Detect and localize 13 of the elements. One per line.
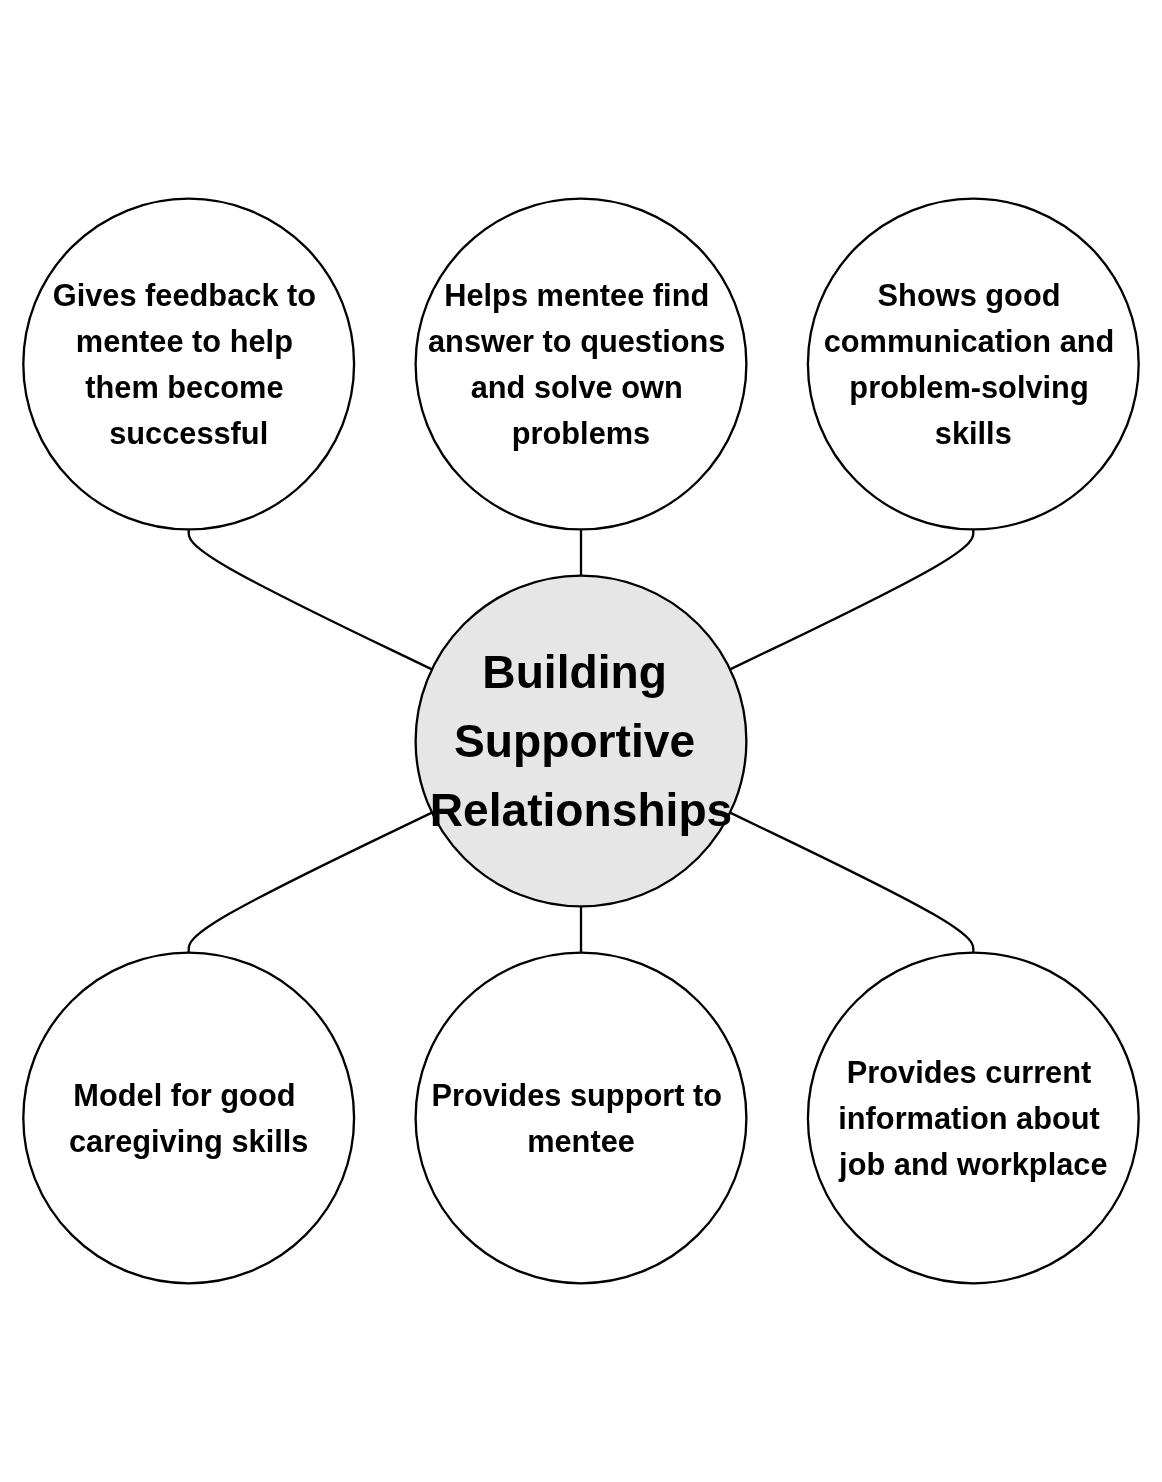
connector (187, 811, 433, 953)
connector (187, 529, 433, 671)
connector (579, 529, 583, 576)
connector (729, 529, 975, 671)
node-circle: Shows good communication and problem-solving skills (806, 197, 1140, 531)
node-circle: Provides current information about job and workplace (806, 951, 1140, 1285)
node-circle: Provides support to mentee (414, 951, 748, 1285)
node-circle: Gives feedback to mentee to help them become successful (22, 197, 356, 531)
connector (729, 811, 975, 953)
node-circle: Building Supportive Relationships (414, 574, 748, 908)
node-circle: Helps mentee find answer to questions and solve own problems (414, 197, 748, 531)
node-circle: Model for good caregiving skills (22, 951, 356, 1285)
connector (579, 906, 583, 953)
